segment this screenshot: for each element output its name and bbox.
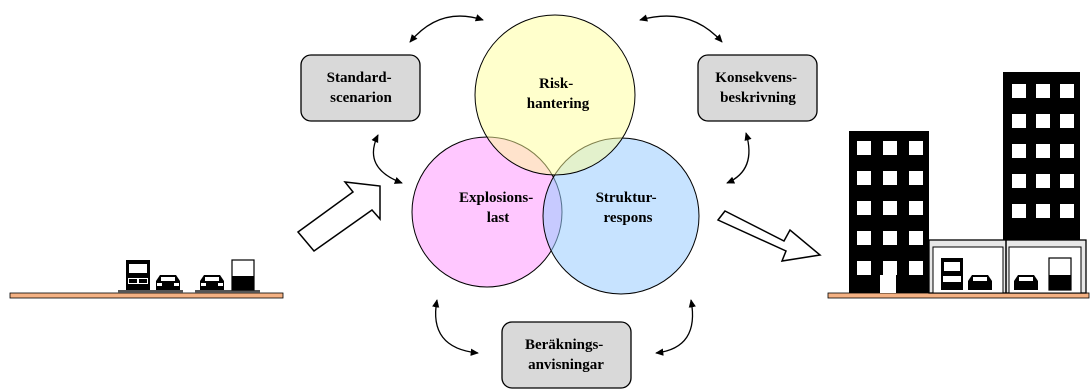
window xyxy=(857,171,871,185)
window xyxy=(857,201,871,215)
arrow-standard-explosion xyxy=(371,134,403,184)
window xyxy=(857,141,871,155)
ground-right xyxy=(827,292,1090,299)
explosion-label: Explosions- last xyxy=(459,190,537,226)
svg-text:Konsekvens- beskrivning: Konsekvens- beskrivning xyxy=(715,70,800,106)
window xyxy=(1012,174,1026,188)
flow-arrow-right xyxy=(716,210,822,262)
ground-left xyxy=(9,292,284,299)
box-berakning: Beräknings- anvisningar xyxy=(501,321,632,389)
window xyxy=(909,231,923,245)
building-icon xyxy=(849,131,929,293)
risk-label-line1: Risk- xyxy=(539,76,573,92)
car-icon xyxy=(1014,275,1038,290)
box-konsekvens: Konsekvens- beskrivning xyxy=(697,54,818,122)
explosion-label-line2: last xyxy=(487,210,510,226)
window xyxy=(1036,144,1050,158)
truck-icon xyxy=(126,260,150,290)
box-berakning-line2: anvisningar xyxy=(528,357,604,373)
box-berakning-line1: Beräknings- xyxy=(525,337,603,353)
truck-icon xyxy=(1048,257,1072,291)
box-standard-line2: scenarion xyxy=(330,90,392,106)
explosion-label-line1: Explosions- xyxy=(459,190,533,206)
window xyxy=(1012,114,1026,128)
city-right xyxy=(827,72,1090,299)
building-icon xyxy=(1003,72,1080,240)
window xyxy=(1060,174,1074,188)
box-konsekvens-line1: Konsekvens- xyxy=(715,70,797,86)
risk-label-line2: hantering xyxy=(527,96,590,112)
car-icon xyxy=(200,275,224,290)
window xyxy=(1012,144,1026,158)
window xyxy=(1036,84,1050,98)
window xyxy=(883,201,897,215)
window xyxy=(909,141,923,155)
window xyxy=(909,261,923,275)
box-konsekvens-line2: beskrivning xyxy=(720,90,796,106)
window xyxy=(1060,204,1074,218)
connector-arrows xyxy=(371,14,752,356)
window xyxy=(857,261,871,275)
truck-icon xyxy=(941,258,963,290)
window xyxy=(1036,204,1050,218)
window xyxy=(883,261,897,275)
arrow-structure-berakning xyxy=(655,299,696,356)
window xyxy=(1060,144,1074,158)
window xyxy=(909,171,923,185)
flow-arrow-left xyxy=(296,181,381,253)
structure-label: Struktur- respons xyxy=(596,190,661,226)
window xyxy=(857,231,871,245)
structure-label-line1: Struktur- xyxy=(596,190,657,206)
svg-text:Standard- scenarion: Standard- scenarion xyxy=(327,70,396,106)
window xyxy=(909,201,923,215)
road-left xyxy=(9,259,284,299)
window xyxy=(1036,114,1050,128)
arrow-explosion-berakning xyxy=(432,299,479,356)
truck-icon xyxy=(231,259,255,291)
window xyxy=(1012,204,1026,218)
car-icon xyxy=(156,275,180,290)
window xyxy=(880,275,896,293)
arrow-risk-konsekvens xyxy=(639,14,723,43)
window xyxy=(1036,174,1050,188)
arrow-konsekvens-structure xyxy=(726,132,752,184)
window xyxy=(883,141,897,155)
window xyxy=(883,171,897,185)
svg-text:Beräknings- anvisningar: Beräknings- anvisningar xyxy=(525,337,607,373)
box-standard: Standard- scenarion xyxy=(300,54,421,122)
arrow-risk-standard xyxy=(409,14,484,43)
window xyxy=(1012,84,1026,98)
risk-label: Risk- hantering xyxy=(527,76,590,112)
box-standard-line1: Standard- xyxy=(327,70,392,86)
window xyxy=(1060,114,1074,128)
venn-diagram xyxy=(411,14,700,295)
window xyxy=(883,231,897,245)
window xyxy=(1060,84,1074,98)
circle-risk xyxy=(474,14,636,176)
car-icon xyxy=(968,275,992,290)
structure-label-line2: respons xyxy=(604,210,653,226)
